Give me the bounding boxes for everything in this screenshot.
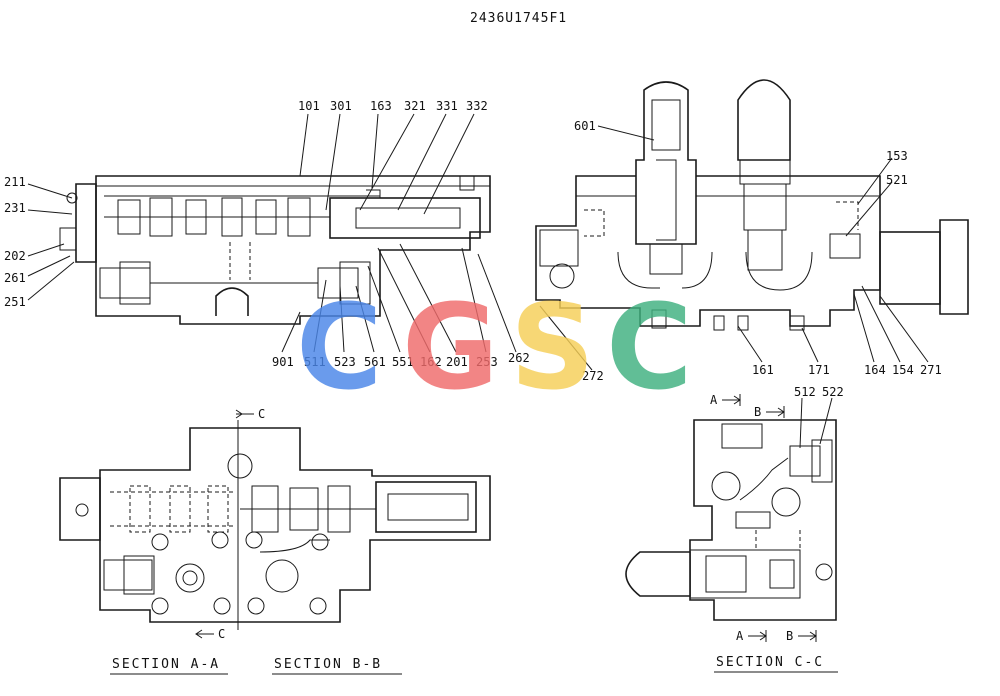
callout-272: 272 [582, 369, 604, 383]
drawing-number: 2436U1745F1 [470, 11, 567, 26]
watermark-letter-3: S [510, 278, 595, 416]
callout-154: 154 [892, 363, 914, 377]
callout-271: 271 [920, 363, 942, 377]
callout-201: 201 [446, 355, 468, 369]
callout-253: 253 [476, 355, 498, 369]
callout-551: 551 [392, 355, 414, 369]
callout-211: 211 [4, 175, 26, 189]
callout-321: 321 [404, 99, 426, 113]
callout-162: 162 [420, 355, 442, 369]
callout-511: 511 [304, 355, 326, 369]
callout-332: 332 [466, 99, 488, 113]
section-labels: SECTION A-A SECTION B-B SECTION C-C [110, 655, 838, 675]
callout-163: 163 [370, 99, 392, 113]
callout-901: 901 [272, 355, 294, 369]
cut-marker-b-bottom: B [786, 629, 793, 643]
callout-153: 153 [886, 149, 908, 163]
callout-262: 262 [508, 351, 530, 365]
valve-front-view [535, 79, 969, 331]
callout-161: 161 [752, 363, 774, 377]
cut-marker-a-top: A [710, 393, 718, 407]
cgsc-watermark: C G S C [296, 278, 693, 416]
callout-171: 171 [808, 363, 830, 377]
callout-331: 331 [436, 99, 458, 113]
watermark-letter-2: G [402, 278, 499, 416]
callout-164: 164 [864, 363, 886, 377]
section-cc [625, 419, 837, 621]
cut-marker-c-bottom: C [218, 627, 225, 641]
callout-261: 261 [4, 271, 26, 285]
cut-marker-a-bottom: A [736, 629, 744, 643]
callout-251: 251 [4, 295, 26, 309]
callout-301: 301 [330, 99, 352, 113]
callout-523: 523 [334, 355, 356, 369]
callout-521: 521 [886, 173, 908, 187]
section-label-aa: SECTION A-A [112, 657, 220, 672]
callout-202: 202 [4, 249, 26, 263]
valve-side-view [59, 175, 491, 325]
callout-522: 522 [822, 385, 844, 399]
cut-marker-b-top: B [754, 405, 761, 419]
callout-labels: 101 301 163 321 331 332 211 231 202 261 … [4, 99, 942, 399]
leader-lines [27, 113, 929, 449]
callout-512: 512 [794, 385, 816, 399]
cutting-plane-markers: C C A B A B [195, 393, 817, 643]
watermark-letter-1: C [296, 278, 383, 416]
callout-231: 231 [4, 201, 26, 215]
callout-561: 561 [364, 355, 386, 369]
section-label-cc: SECTION C-C [716, 655, 824, 670]
callout-601: 601 [574, 119, 596, 133]
section-label-bb: SECTION B-B [274, 657, 382, 672]
cut-marker-c-top: C [258, 407, 265, 421]
watermark-letter-4: C [606, 278, 693, 416]
callout-101: 101 [298, 99, 320, 113]
section-aa-bb [59, 420, 491, 630]
